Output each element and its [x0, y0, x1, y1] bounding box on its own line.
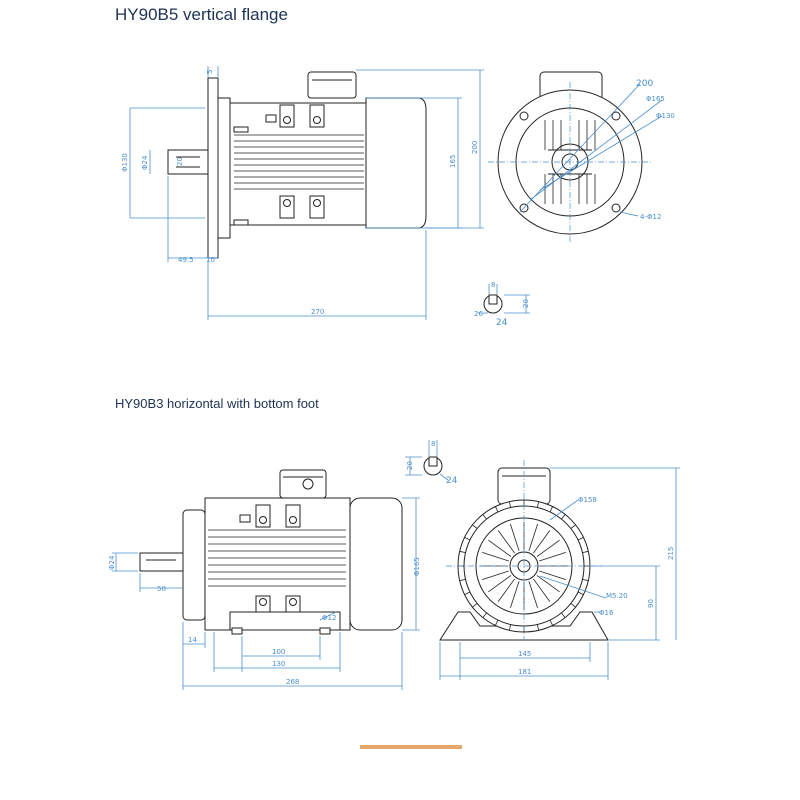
dim-height-165: 165 — [449, 155, 457, 168]
foot-dim-d158: Φ158 — [578, 496, 597, 504]
flange-end-fins — [544, 120, 596, 204]
flange-side-dimensions: 5 Φ130 Φ24 20 49.5 10 165 200 270 — [121, 66, 484, 320]
dim-holes: 4-Φ12 — [640, 213, 661, 221]
housing-rib — [561, 612, 566, 618]
foot-dim-h165: Φ165 — [413, 557, 421, 576]
dim-len-10: 10 — [206, 256, 215, 264]
foot-dim-w145: 145 — [518, 650, 531, 658]
key-left26: 26 — [474, 310, 483, 318]
housing-rib — [570, 524, 576, 529]
dim-length-270: 270 — [311, 308, 324, 316]
foot-end-view: Φ158 M5.20 Φ16 90 215 145 181 — [439, 460, 680, 680]
dim-height-200: 200 — [471, 141, 479, 154]
scale-bar — [360, 745, 462, 749]
housing-rib — [495, 619, 499, 626]
foot-dim-len130: 130 — [272, 660, 285, 668]
dim-shaft-width: 20 — [176, 157, 184, 166]
fan-spoke — [482, 570, 509, 580]
fan-spoke — [528, 524, 538, 551]
housing-rib — [561, 514, 566, 520]
key-w8: 8 — [491, 281, 495, 289]
fan-spoke — [528, 581, 538, 608]
housing-rib — [508, 624, 512, 631]
foot-dim-h215: 215 — [667, 547, 675, 560]
fan-spoke — [497, 530, 515, 554]
foot-end-dimensions: Φ158 M5.20 Φ16 90 215 145 181 — [439, 467, 680, 680]
dim-d130-end: Φ130 — [656, 112, 675, 120]
dim-top-small: 5 — [206, 70, 214, 74]
foot-dim-hole12: Φ12 — [322, 614, 336, 622]
dim-d24: Φ24 — [141, 155, 149, 170]
housing-rib — [549, 619, 553, 626]
foot-dim-len50: 50 — [157, 585, 166, 593]
housing-rib — [577, 591, 584, 595]
key-section-foot: 8 20 24 — [405, 440, 458, 486]
foot-dim-h90: 90 — [647, 599, 655, 608]
housing-rib — [464, 591, 471, 595]
dim-d130: Φ130 — [121, 153, 129, 172]
foot-dim-len268: 268 — [286, 678, 299, 686]
housing-rib — [482, 514, 487, 520]
key-d24: 24 — [496, 318, 508, 328]
housing-rib — [577, 537, 584, 541]
foot-dim-d16: Φ16 — [599, 609, 614, 617]
housing-rib — [536, 624, 540, 631]
key-h20: 20 — [522, 299, 530, 308]
dim-len-49-5: 49.5 — [178, 256, 194, 264]
fan-spoke — [533, 578, 551, 602]
housing-rib — [472, 603, 478, 608]
foot-dim-w181: 181 — [518, 668, 531, 676]
foot-key-w8: 8 — [431, 440, 435, 448]
housing-rib — [582, 578, 589, 582]
body-fins — [234, 134, 364, 190]
housing-rib — [472, 524, 478, 529]
foot-title: HY90B3 horizontal with bottom foot — [115, 396, 319, 411]
housing-rib — [459, 578, 466, 582]
flange-title: HY90B5 vertical flange — [115, 5, 288, 24]
housing-rib — [549, 506, 553, 513]
housing-rib — [459, 550, 466, 554]
foot-body-fins — [208, 529, 346, 587]
fan-spoke — [536, 575, 560, 593]
flange-end-view: 200 Φ165 Φ130 4-Φ12 — [488, 71, 675, 242]
fan-spoke — [482, 552, 509, 562]
fan-spoke — [497, 578, 515, 602]
fan-spoke — [533, 530, 551, 554]
foot-dim-len14: 14 — [188, 636, 197, 644]
housing-rib — [582, 550, 589, 554]
foot-dim-d24: Φ24 — [108, 555, 116, 570]
foot-side-view: Φ24 50 Φ165 Φ12 14 100 130 268 — [108, 469, 421, 690]
housing-rib — [464, 537, 471, 541]
dim-d165: Φ165 — [646, 95, 665, 103]
key-section-flange: 8 20 26 24 — [474, 281, 530, 328]
fan-spoke — [539, 552, 566, 562]
fan-spoke — [510, 581, 520, 608]
foot-key-h20: 20 — [406, 461, 414, 470]
foot-side-dimensions: Φ24 50 Φ165 Φ12 14 100 130 268 — [108, 497, 421, 690]
fan-spoke — [536, 539, 560, 557]
flange-side-view: 5 Φ130 Φ24 20 49.5 10 165 200 270 — [121, 66, 484, 320]
fan-spoke — [539, 570, 566, 580]
housing-rib — [495, 506, 499, 513]
housing-rib — [570, 603, 576, 608]
housing-rib — [536, 501, 540, 508]
fan-spoke — [488, 575, 512, 593]
foot-dim-m: M5.20 — [606, 592, 628, 600]
foot-dim-len100: 100 — [272, 648, 285, 656]
fan-spoke — [510, 524, 520, 551]
housing-rib — [482, 612, 487, 618]
dim-d200: 200 — [636, 79, 653, 89]
fan-spoke — [488, 539, 512, 557]
foot-key-d24: 24 — [446, 476, 458, 486]
housing-rib — [508, 501, 512, 508]
